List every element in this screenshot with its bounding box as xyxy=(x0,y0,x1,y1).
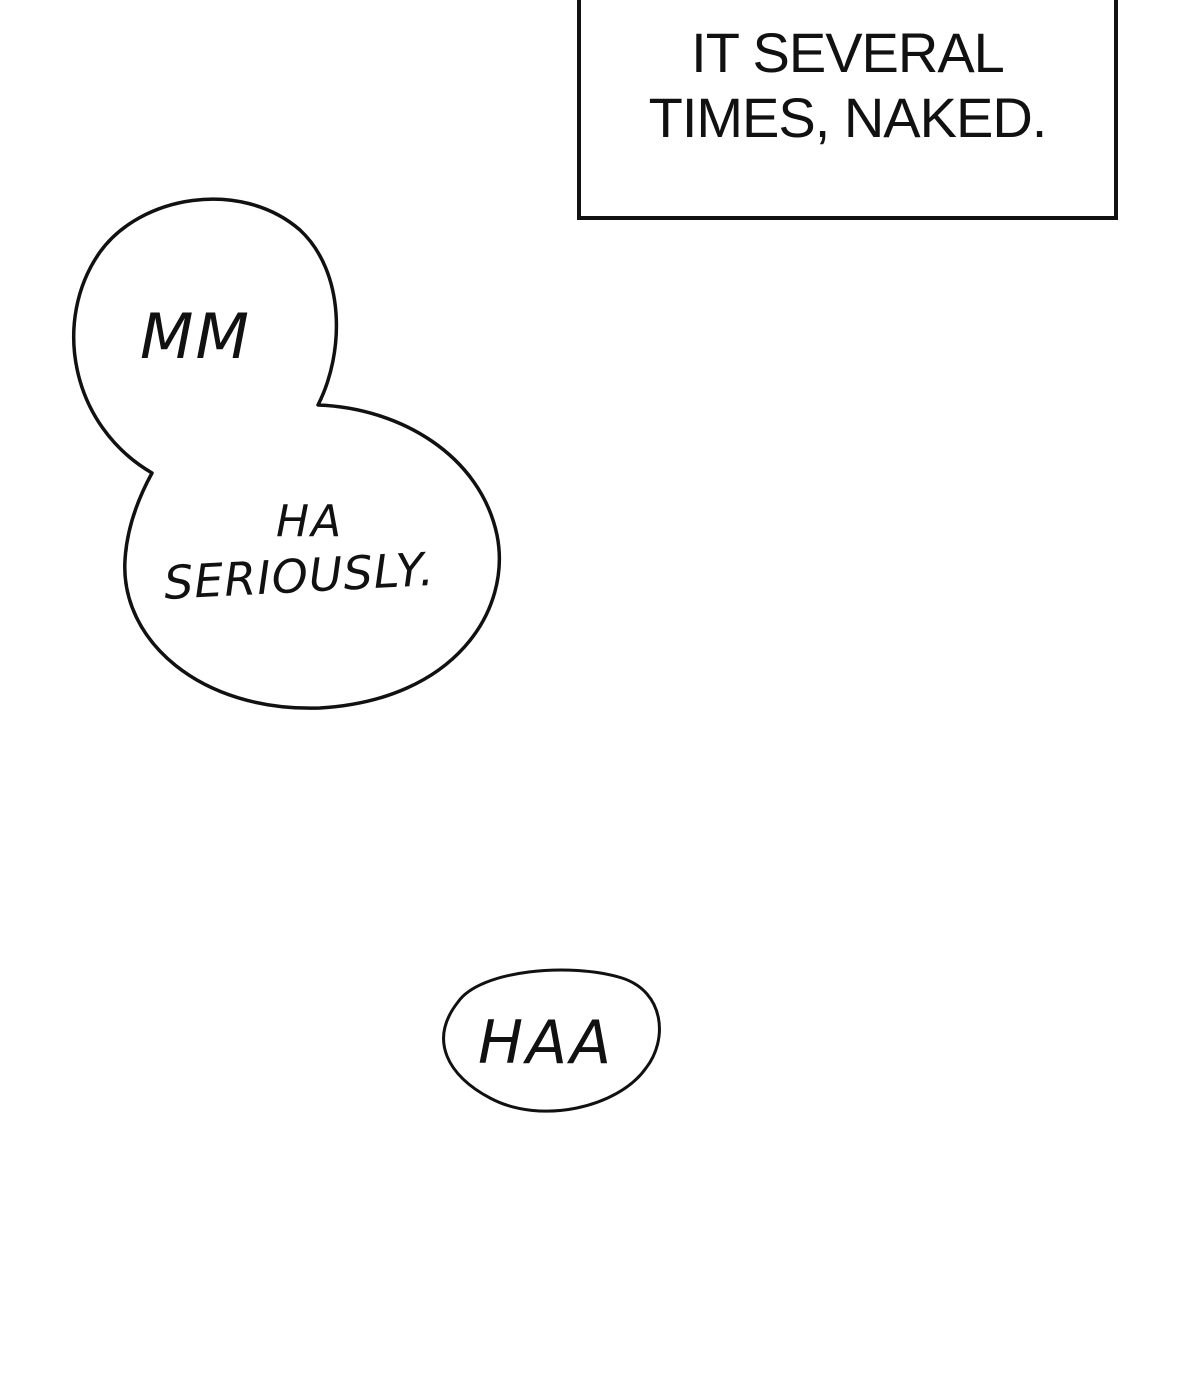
narration-caption-box: ALREADY DONE IT SEVERAL TIMES, NAKED. xyxy=(577,0,1118,220)
bubble-text-ha: HA xyxy=(276,496,344,547)
bubble-text-haa: HAA xyxy=(478,1008,615,1078)
caption-line-1: ALREADY DONE xyxy=(581,0,1114,8)
double-speech-bubble xyxy=(72,197,502,710)
bubble-text-mm: MM xyxy=(140,300,251,373)
bubble-text-seriously: SERIOUSLY. xyxy=(162,541,436,610)
caption-line-2: IT SEVERAL xyxy=(691,21,1005,84)
caption-line-3: TIMES, NAKED. xyxy=(648,86,1048,149)
